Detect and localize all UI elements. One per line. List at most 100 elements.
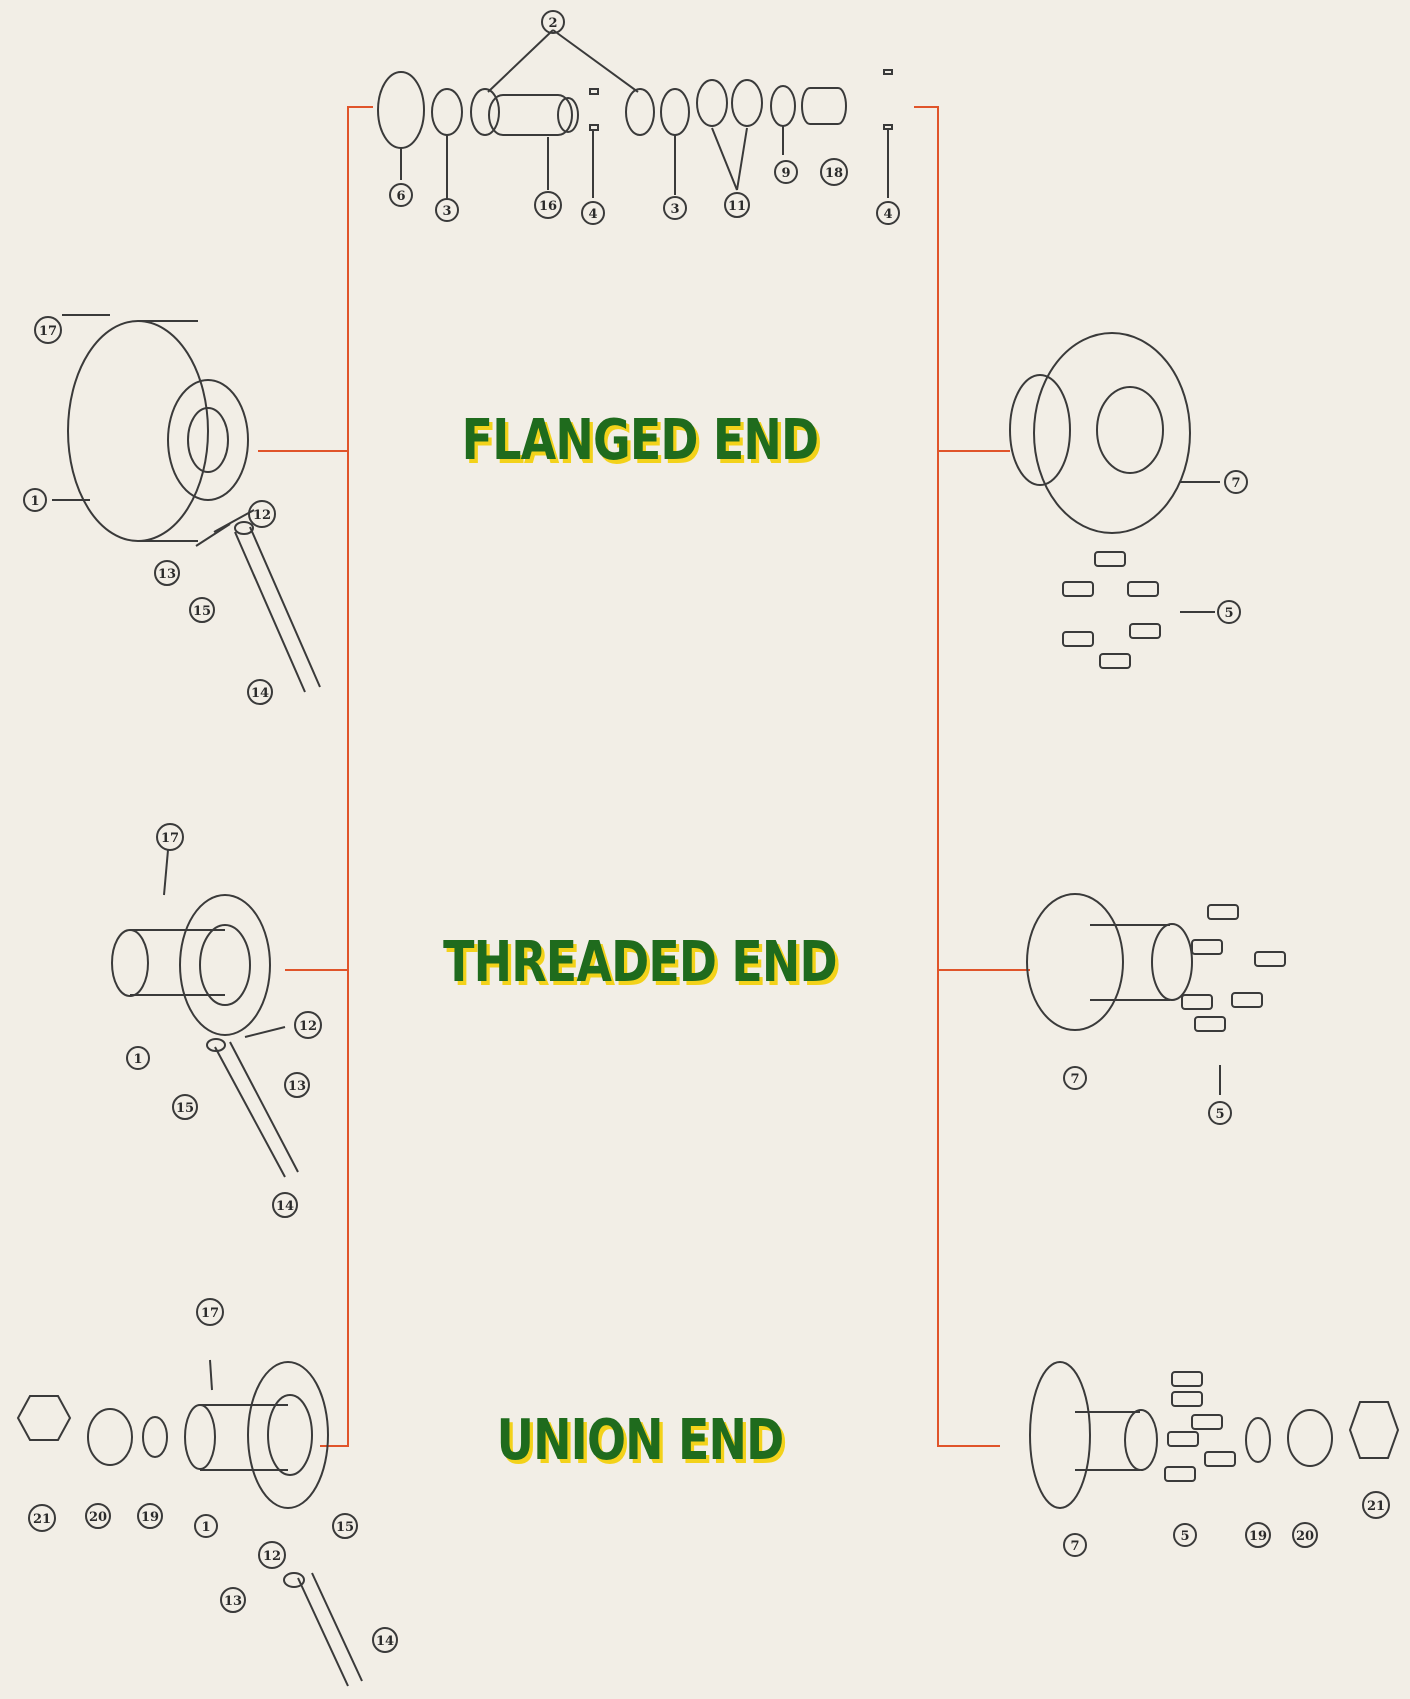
svg-text:5: 5	[1215, 1107, 1224, 1122]
svg-text:15: 15	[193, 604, 211, 619]
grease-rod-u14	[297, 1577, 349, 1687]
svg-text:11: 11	[728, 199, 746, 214]
svg-text:7: 7	[1070, 1539, 1079, 1554]
svg-text:20: 20	[1296, 1529, 1314, 1544]
svg-text:14: 14	[276, 1199, 294, 1214]
collar-u20	[87, 1408, 133, 1466]
o-ring-f15	[234, 521, 254, 535]
callout-u13: 13	[220, 1587, 246, 1613]
left-bracket-line	[320, 106, 373, 1447]
svg-text:17: 17	[39, 324, 57, 339]
svg-text:14: 14	[376, 1634, 394, 1649]
callout-t1: 1	[126, 1046, 150, 1070]
hub-t-right-edge	[1090, 924, 1170, 1001]
valve-body-16-shape	[488, 94, 573, 136]
hub-u-right-end	[1124, 1409, 1158, 1471]
callout-f15: 15	[189, 597, 215, 623]
callout-9: 9	[774, 160, 798, 184]
svg-text:16: 16	[539, 199, 557, 214]
callout-3b: 3	[663, 196, 687, 220]
callout-u20: 20	[85, 1503, 111, 1529]
callout-f17: 17	[34, 316, 62, 344]
svg-text:2: 2	[548, 16, 557, 31]
callout-f14: 14	[247, 679, 273, 705]
svg-text:14: 14	[251, 686, 269, 701]
callout-u12: 12	[258, 1541, 286, 1569]
grease-rod-f14	[234, 531, 306, 693]
callout-4b: 4	[876, 201, 900, 225]
pin-b-shape	[589, 124, 599, 131]
callout-t12: 12	[294, 1011, 322, 1039]
flange-u-right-shape	[1029, 1361, 1091, 1509]
svg-text:19: 19	[1249, 1529, 1267, 1544]
callout-u19: 19	[137, 1503, 163, 1529]
svg-text:20: 20	[89, 1510, 107, 1525]
plate-f12	[213, 509, 255, 533]
hub-t-right-end	[1151, 923, 1193, 1001]
svg-text:3: 3	[670, 202, 679, 217]
callout-f12: 12	[248, 500, 276, 528]
o-ring-6-shape	[377, 71, 425, 149]
svg-text:21: 21	[33, 1512, 51, 1527]
callout-u1: 1	[194, 1514, 218, 1538]
flange-right-bore	[1096, 386, 1164, 474]
disk-11b-shape	[731, 79, 763, 127]
hub-left-shape	[167, 379, 249, 501]
grease-rod-f14b	[249, 526, 321, 688]
svg-text:12: 12	[253, 508, 271, 523]
flange-u-left-shape	[247, 1361, 329, 1509]
callout-16: 16	[534, 191, 562, 219]
leader-u17	[209, 1359, 213, 1391]
callout-f5: 5	[1217, 600, 1241, 624]
svg-text:21: 21	[1367, 1499, 1385, 1514]
drawing-parts	[16, 29, 1400, 1687]
svg-text:1: 1	[201, 1520, 210, 1535]
callout-u19r: 19	[1245, 1522, 1271, 1548]
o-ring-t15	[206, 1038, 226, 1052]
svg-text:15: 15	[176, 1101, 194, 1116]
svg-text:5: 5	[1224, 606, 1233, 621]
svg-text:17: 17	[201, 1306, 219, 1321]
flange-right-shape	[1033, 332, 1191, 534]
flange-t-right-shape	[1026, 893, 1124, 1031]
svg-text:19: 19	[141, 1510, 159, 1525]
grease-rod-t14b	[229, 1041, 299, 1173]
svg-text:1: 1	[133, 1052, 142, 1067]
leader-11a	[711, 127, 738, 191]
leader-11b	[736, 127, 748, 191]
svg-text:17: 17	[161, 831, 179, 846]
body-t-left-edge	[130, 929, 225, 996]
callout-t17: 17	[156, 823, 184, 851]
leader-2a	[487, 29, 554, 93]
callout-f7: 7	[1224, 470, 1248, 494]
flange-u-left-bore	[267, 1394, 313, 1476]
callout-t5: 5	[1208, 1101, 1232, 1125]
callout-3: 3	[435, 198, 459, 222]
sleeve-18-shape	[801, 87, 847, 125]
svg-text:7: 7	[1070, 1072, 1079, 1087]
o-ring-u15	[283, 1572, 305, 1588]
callout-u14: 14	[372, 1627, 398, 1653]
right-bracket-line	[914, 106, 1000, 1447]
callout-2: 2	[541, 10, 565, 34]
disk-11a-shape	[696, 79, 728, 127]
clip-f13	[195, 523, 231, 547]
hub-left-bore	[187, 407, 229, 473]
section-title-flanged: FLANGED END	[461, 408, 819, 473]
svg-text:7: 7	[1231, 476, 1240, 491]
ring-9-shape	[770, 85, 796, 127]
svg-text:4: 4	[588, 207, 597, 222]
bolt-group-f5	[1062, 551, 1161, 669]
svg-text:9: 9	[781, 166, 790, 181]
flange-t-left-bore	[199, 924, 251, 1006]
callout-u7: 7	[1063, 1533, 1087, 1557]
connector-lines	[258, 106, 1030, 1447]
callout-t13: 13	[284, 1072, 310, 1098]
o-ring-3b-shape	[660, 88, 690, 136]
callout-group: 2 6 3 16 4 3 11 9 18 4 17 1 12 13 15 14 …	[23, 10, 1390, 1653]
flange-left-edge	[138, 320, 198, 542]
callout-18: 18	[820, 158, 848, 186]
callout-f1: 1	[23, 488, 47, 512]
seal-2-shape	[470, 88, 500, 136]
